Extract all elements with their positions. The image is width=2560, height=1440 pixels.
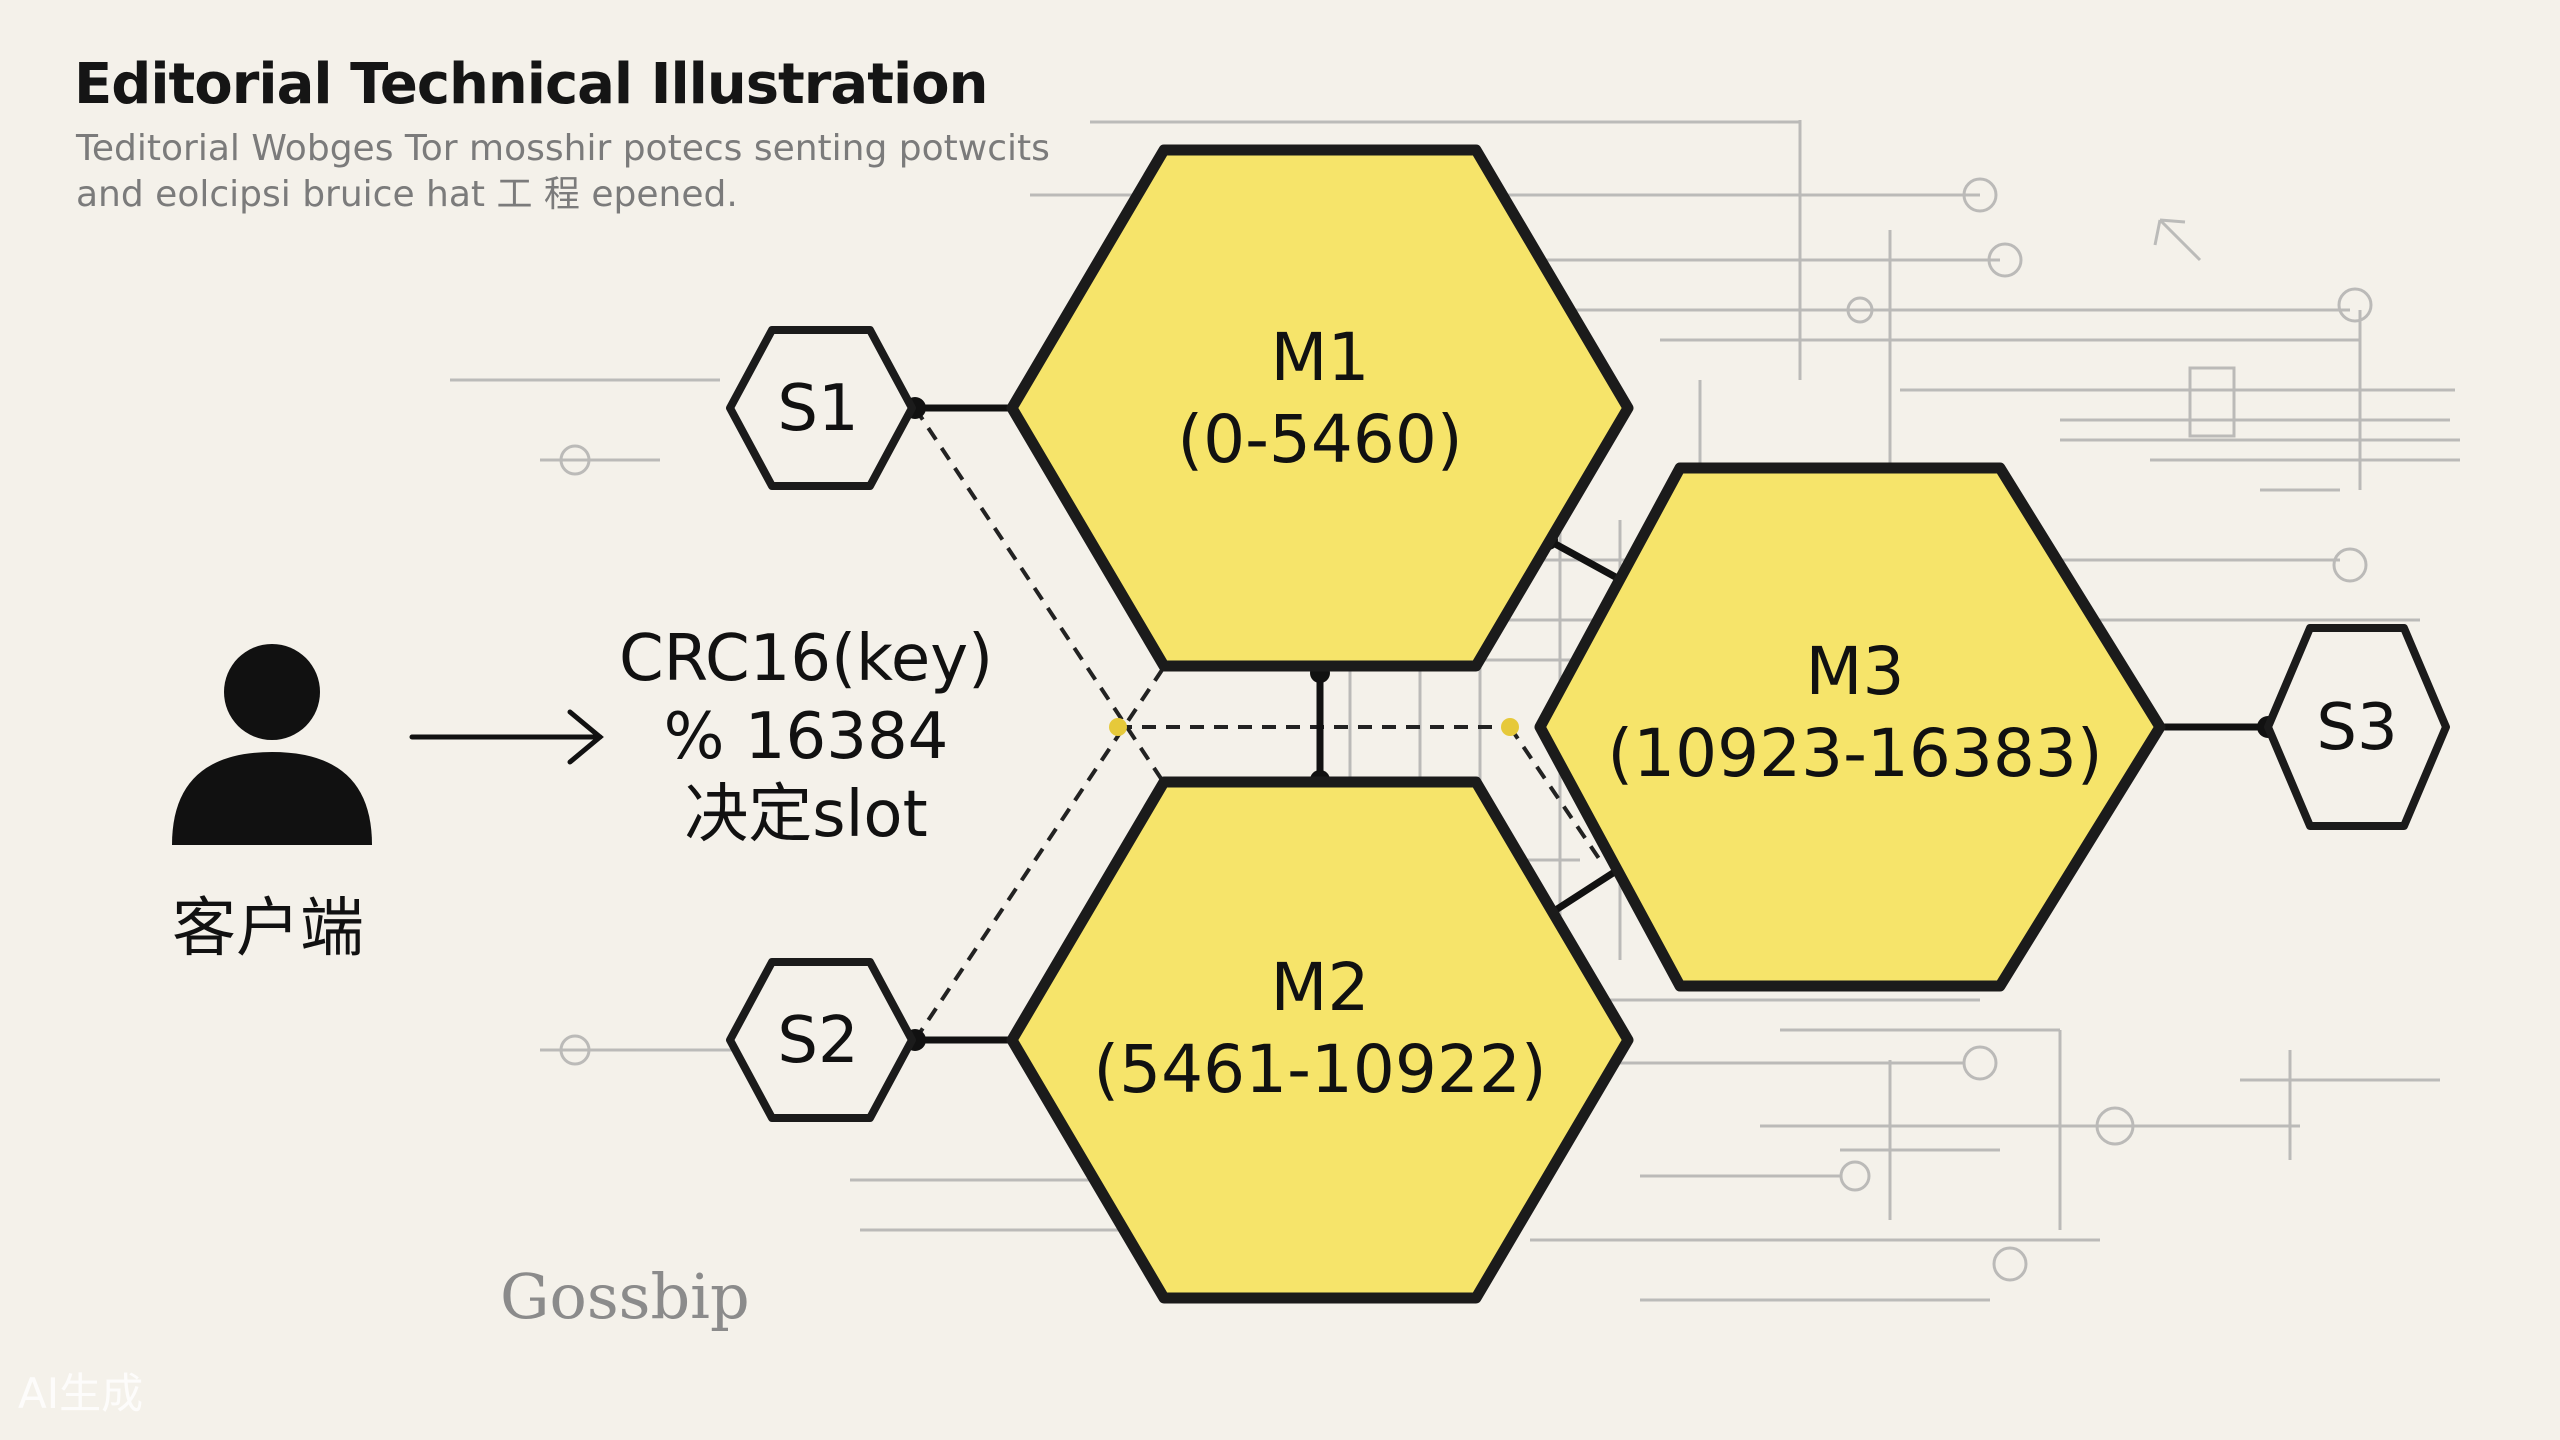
ai-watermark: AI生成: [18, 1369, 144, 1418]
formula-line-2: % 16384: [664, 700, 949, 774]
slave-hexagon-s1[interactable]: [726, 326, 916, 490]
client-label: 客户端: [172, 892, 364, 966]
master-m3-range: (10923-16383): [1607, 715, 2102, 792]
client-person-icon: [172, 644, 372, 845]
slave-hexagon-s2[interactable]: [726, 958, 916, 1122]
slave-s1-label: S1: [777, 372, 858, 446]
master-m3-name: M3: [1806, 633, 1905, 710]
subtitle-line-1: Teditorial Wobges Tor mosshir potecs sen…: [76, 128, 1050, 169]
formula-line-3: 决定slot: [684, 778, 927, 852]
signature-text: Gossbip: [500, 1260, 750, 1333]
page-title: Editorial Technical Illustration: [74, 52, 989, 117]
master-m2-name: M2: [1271, 949, 1370, 1026]
master-m1-name: M1: [1271, 319, 1370, 396]
client-arrow: [409, 709, 604, 765]
master-hexagon-m3[interactable]: [1534, 462, 2166, 992]
slave-s3-label: S3: [2316, 691, 2397, 765]
master-m2-range: (5461-10922): [1093, 1031, 1546, 1108]
master-m1-range: (0-5460): [1177, 401, 1462, 478]
formula-line-1: CRC16(key): [619, 622, 993, 696]
slave-hexagon-s3[interactable]: [2264, 624, 2450, 830]
slave-s2-label: S2: [777, 1004, 858, 1078]
page-subtitle: Teditorial Wobges Tor mosshir potecs sen…: [76, 126, 1056, 218]
slot-formula: CRC16(key) % 16384 决定slot: [619, 622, 993, 852]
master-hexagon-m1[interactable]: [1006, 144, 1634, 672]
dashed-link-nodes: [1109, 718, 1519, 736]
subtitle-line-2: and eolcipsi bruice hat 工 程 epened.: [76, 174, 738, 215]
master-hexagon-m2[interactable]: [1006, 776, 1634, 1304]
